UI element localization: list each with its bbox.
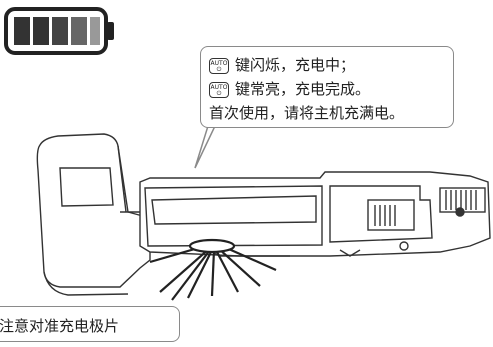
callout-line-first-use: 首次使用，请将主机充满电。: [209, 104, 405, 122]
charging-dock: [36, 133, 151, 296]
callout-line1-text: 键闪烁，充电中；: [235, 56, 356, 74]
callout-line2-text: 键常亮，充电完成。: [235, 80, 371, 98]
callout-line-charging: AUTO⏻ 键闪烁，充电中；: [209, 54, 355, 75]
align-contacts-label: 注意对准充电极片: [0, 306, 180, 342]
auto-power-key-icon: AUTO⏻: [209, 81, 229, 98]
auto-power-key-icon: AUTO⏻: [209, 57, 229, 74]
side-brushes: [149, 238, 277, 301]
callout-line-complete: AUTO⏻ 键常亮，充电完成。: [209, 78, 370, 99]
align-contacts-text: 注意对准充电极片: [0, 317, 120, 335]
battery-icon: [4, 7, 114, 55]
callout-pointer: [194, 125, 216, 169]
charging-status-callout: AUTO⏻ 键闪烁，充电中； AUTO⏻ 键常亮，充电完成。 首次使用，请将主机充满…: [200, 46, 454, 128]
